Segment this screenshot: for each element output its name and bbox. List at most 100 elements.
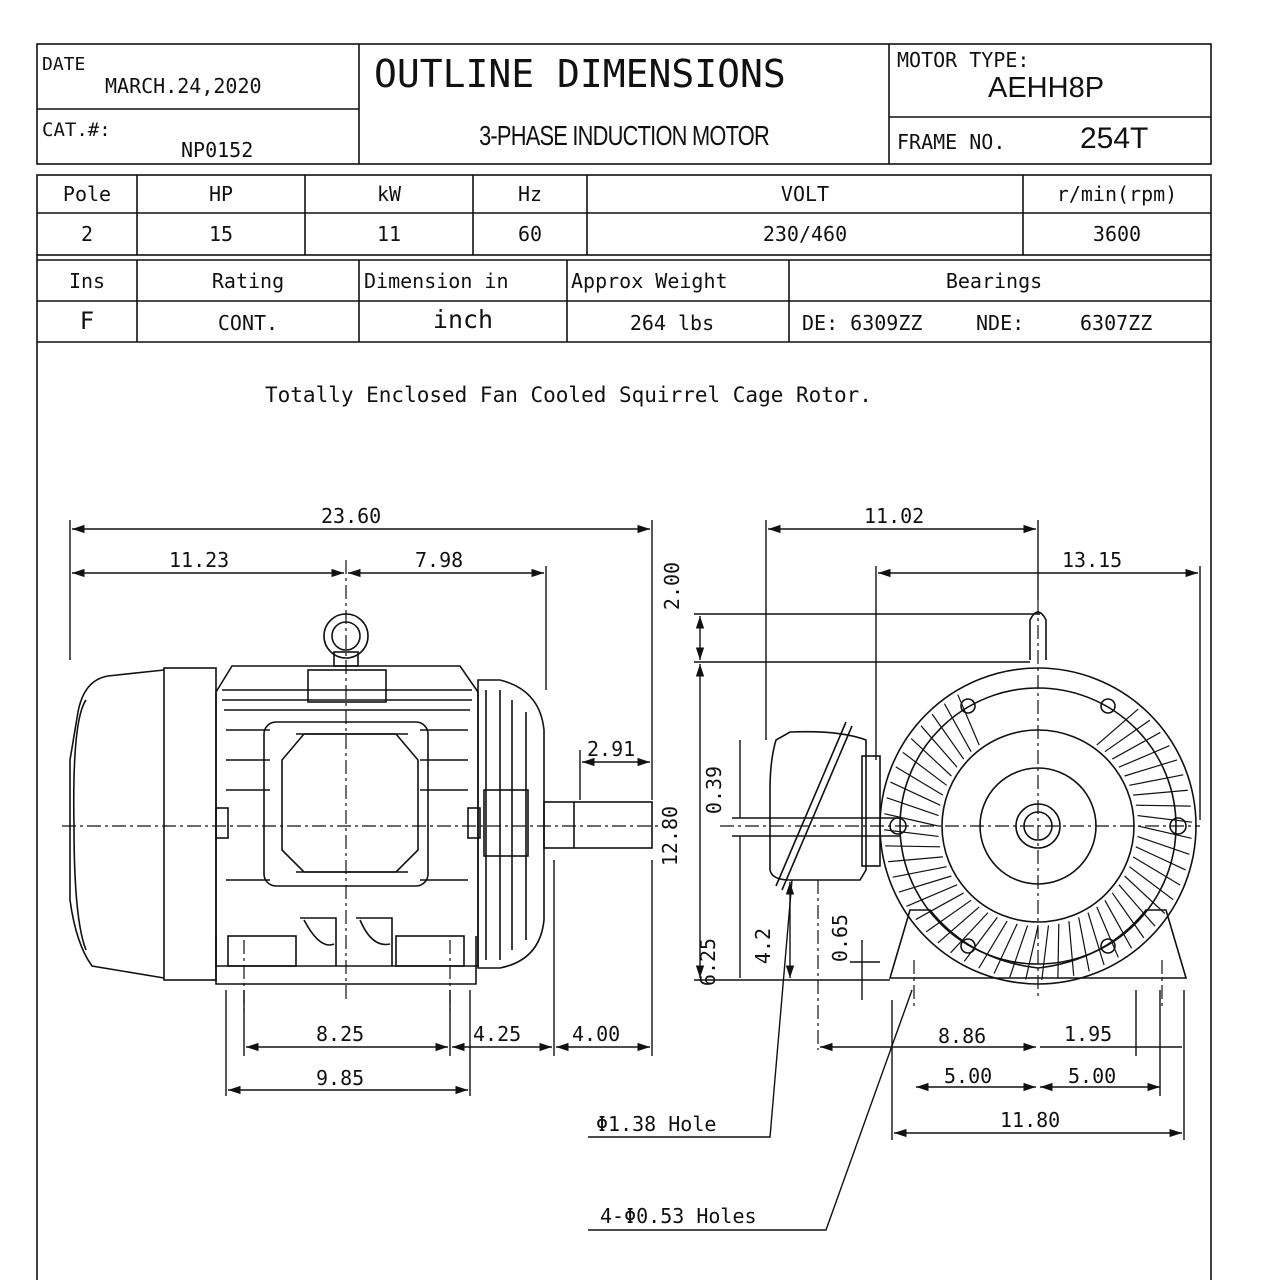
spec-header-hz: Hz	[517, 182, 543, 206]
cooling-fin	[1124, 759, 1178, 777]
side-view	[69, 613, 653, 985]
cooling-fin	[1111, 892, 1145, 939]
cooling-fin	[1137, 825, 1192, 839]
cooling-fin	[1135, 846, 1186, 871]
dim-shaft-extension: 4.00	[572, 1022, 621, 1046]
cooling-fin	[920, 725, 958, 768]
cooling-fin	[931, 713, 965, 760]
mount-holes-label: 4-Φ0.53 Holes	[600, 1204, 757, 1228]
cooling-fin	[888, 856, 943, 863]
cooling-fin	[915, 892, 964, 921]
cooling-fin	[1112, 731, 1161, 760]
cooling-fin	[950, 912, 989, 954]
frame-label: FRAME NO.	[897, 130, 1006, 154]
end-feet	[888, 909, 1188, 979]
cat-value: NP0152	[181, 138, 254, 162]
dim-center-to-face: 7.98	[415, 548, 464, 572]
cooling-fin	[1078, 917, 1090, 972]
cooling-fin	[937, 906, 980, 944]
dim-width-box: 11.02	[864, 504, 925, 528]
cooling-fin	[957, 694, 980, 746]
spec-header-weight: Approx Weight	[571, 269, 728, 293]
spec-value-rpm: 3600	[1092, 222, 1142, 246]
date-label: DATE	[42, 54, 86, 75]
cooling-fin	[1096, 708, 1139, 746]
frame-value: 254T	[1080, 122, 1149, 155]
spec-header-kw: kW	[376, 182, 402, 206]
motor-type-label: MOTOR TYPE:	[897, 48, 1030, 72]
cooling-fin	[925, 899, 972, 933]
cooling-fin	[1128, 866, 1174, 901]
cooling-fin	[892, 866, 947, 878]
cooling-fin	[1009, 925, 1029, 978]
cooling-fin	[1104, 900, 1133, 949]
cooling-fin	[895, 766, 944, 796]
dim-lift-height: 2.00	[660, 561, 685, 611]
cooling-fin	[993, 923, 1018, 974]
spec-header-ins: Ins	[68, 269, 106, 293]
cooling-fin	[1133, 789, 1188, 796]
spec-value-volt: 230/460	[762, 222, 848, 246]
page-subtitle: 3-PHASE INDUCTION MOTOR	[479, 120, 770, 151]
dim-half-width: 13.15	[1062, 548, 1123, 572]
cooling-fin	[1104, 719, 1151, 753]
cooling-fin	[886, 797, 939, 817]
cooling-fin	[902, 751, 948, 786]
cooling-fin	[943, 703, 972, 752]
spec-header-dimension: Dimension in	[364, 269, 509, 293]
motor-type-value: AEHH8P	[988, 72, 1105, 104]
dim-box-height: 4.2	[751, 927, 776, 965]
spec-header-bearings: Bearings	[945, 269, 1043, 293]
terminal-box-side	[769, 730, 867, 881]
spec-value-hp: 15	[208, 222, 234, 246]
dim-foot-edge: 1.95	[1064, 1022, 1113, 1046]
cat-label: CAT.#:	[42, 119, 111, 141]
spec-header-volt: VOLT	[780, 182, 830, 206]
cooling-fin	[1025, 925, 1039, 980]
page-title: OUTLINE DIMENSIONS	[374, 52, 786, 96]
cooling-fin	[978, 920, 1008, 969]
cooling-fin	[1087, 912, 1105, 966]
fan-cover	[69, 669, 165, 979]
dim-base-width: 11.80	[1000, 1108, 1061, 1132]
dim-half-base-right: 5.00	[1068, 1064, 1117, 1088]
cooling-fin	[963, 916, 998, 962]
shaft	[543, 801, 653, 849]
dim-shaft-height: 6.25	[696, 937, 721, 987]
dim-base-length: 9.85	[316, 1066, 365, 1090]
cooling-fin	[1137, 814, 1193, 823]
motor-frame	[215, 665, 479, 967]
cooling-fin	[1096, 906, 1119, 958]
dim-half-base-left: 5.00	[944, 1064, 993, 1088]
dim-overall-length: 23.60	[321, 504, 382, 528]
dim-foot-to-face: 4.25	[473, 1022, 522, 1046]
motor-feet	[215, 936, 477, 985]
cooling-fin	[1118, 745, 1170, 768]
cooling-fin	[1129, 774, 1184, 786]
spec-value-pole: 2	[80, 222, 94, 246]
cooling-fin	[1057, 923, 1060, 979]
cooling-fin	[890, 781, 941, 806]
dim-total-height: 12.80	[658, 805, 683, 867]
spec-header-rpm: r/min(rpm)	[1056, 182, 1178, 206]
spec-value-hz: 60	[517, 222, 543, 246]
motor-description: Totally Enclosed Fan Cooled Squirrel Cag…	[265, 383, 872, 407]
cooling-fin	[910, 738, 952, 777]
dim-foot-height: 0.65	[828, 913, 853, 963]
spec-header-hp: HP	[208, 182, 234, 206]
dim-box-offset: 8.86	[938, 1024, 987, 1048]
cooling-fin	[1068, 921, 1075, 976]
spec-value-rating: CONT.	[217, 311, 279, 335]
bearing-de: DE: 6309ZZ	[802, 311, 923, 335]
cooling-fin	[1132, 856, 1181, 886]
bearing-nde-label: NDE:	[976, 311, 1025, 335]
bearing-nde-value: 6307ZZ	[1080, 311, 1153, 335]
spec-value-dimension: inch	[432, 305, 494, 334]
spec-header-rating: Rating	[211, 269, 285, 293]
spec-header-pole: Pole	[62, 182, 112, 206]
cooling-fin	[898, 875, 952, 893]
cooling-fin	[883, 829, 939, 838]
cooling-fin	[884, 813, 939, 827]
